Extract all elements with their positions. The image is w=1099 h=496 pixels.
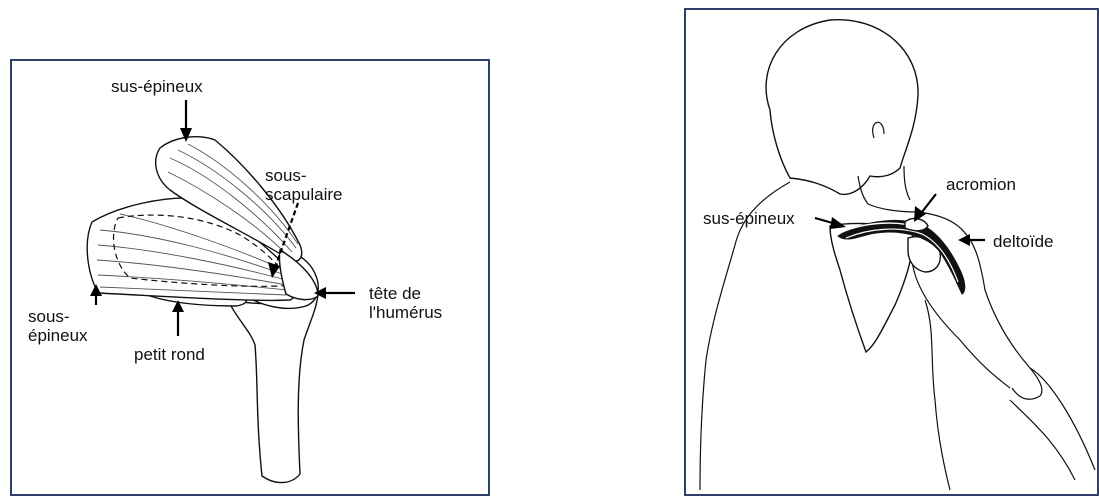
head-hair <box>766 20 918 195</box>
label-deltoid: deltoïde <box>993 232 1054 251</box>
arrow-deltoid <box>958 234 985 246</box>
acromion <box>905 219 928 231</box>
label-acromion: acromion <box>946 175 1016 194</box>
back-outline <box>700 182 790 490</box>
arrow-acromion <box>914 194 936 222</box>
scapula <box>830 224 913 352</box>
arrow-supraspinatus-right <box>815 217 846 229</box>
label-supraspinatus-right: sus-épineux <box>703 209 795 228</box>
arm-outline <box>958 226 1042 396</box>
